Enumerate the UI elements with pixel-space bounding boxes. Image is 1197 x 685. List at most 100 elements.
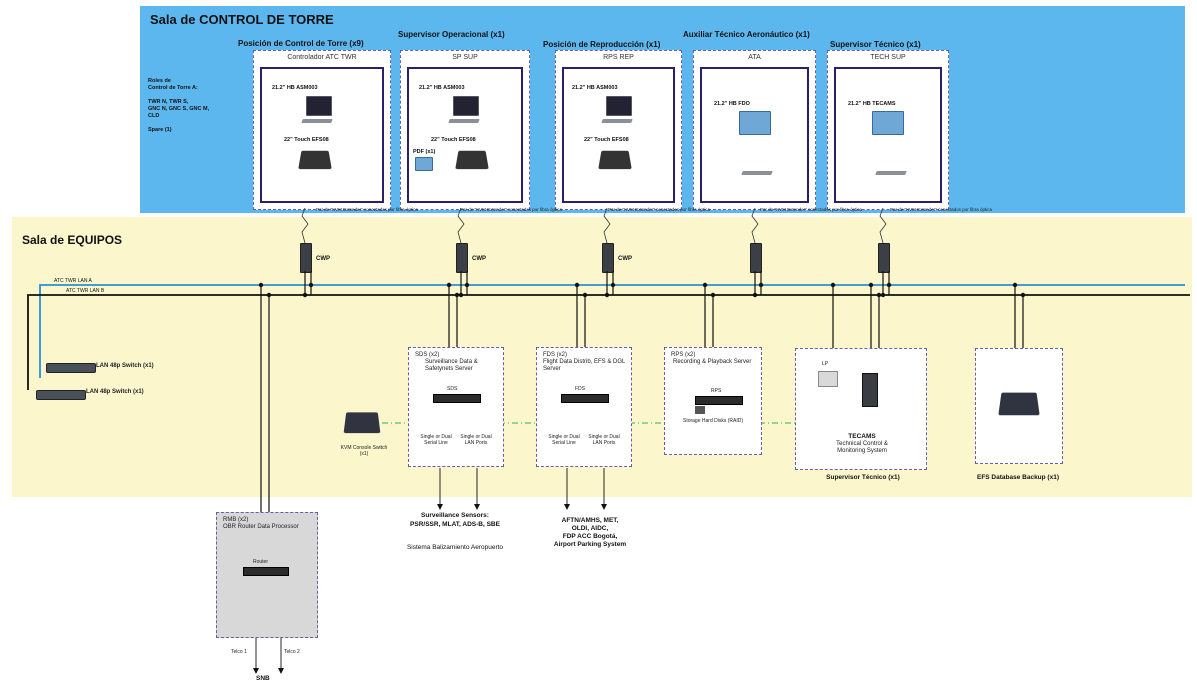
kvm-extender-label: Par de "KVM Extender" conectados por fib… (460, 207, 562, 212)
tech-caption: Supervisor Técnico (x1) (826, 474, 900, 481)
pdf-label: PDF (x1) (413, 149, 436, 155)
switch-label: LAN 48p Switch (x1) (96, 363, 154, 369)
cwp-unit (602, 243, 614, 273)
position-header: Posición de Control de Torre (x9) (238, 39, 364, 48)
server-subtitle: OBR Router Data Processor (223, 524, 299, 530)
position-name: TECH SUP (870, 54, 906, 61)
pdf-icon (415, 157, 433, 171)
port-label: Single or Dual LAN Ports (588, 434, 620, 446)
server-unit-label: FDS (575, 386, 585, 392)
printer-icon (818, 371, 838, 387)
server-rack-icon (433, 394, 481, 403)
position-name: SP SUP (452, 54, 478, 61)
hard-disk-icon (695, 406, 705, 414)
position-header: Supervisor Operacional (x1) (398, 30, 505, 39)
rmb-router-box: RMB (x2) OBR Router Data Processor Route… (216, 512, 318, 638)
surveillance-list: PSR/SSR, MLAT, ADS-B, SBE (410, 521, 500, 528)
position-frame (407, 67, 523, 203)
touch-label: 22" Touch EFS08 (584, 137, 629, 143)
rps-server-box: RPS (x2) Recording & Playback Server RPS… (664, 347, 762, 455)
position-atc-twr: Controlador ATC TWR 21.2" HB ASM003 22" … (253, 50, 391, 210)
tecams-description: Technical Control & Monitoring System (836, 441, 888, 454)
surveillance-title: Surveillance Sensors: (421, 512, 489, 519)
equipment-room-title: Sala de EQUIPOS (22, 233, 123, 247)
monitor-icon (606, 96, 632, 116)
position-tech-sup: TECH SUP 21.2" HB TECAMS (827, 50, 949, 210)
monitor-icon (453, 96, 479, 116)
monitor-icon (872, 111, 904, 135)
cwp-label: CWP (618, 256, 632, 262)
monitor-label: 21.2" HB TECAMS (848, 101, 896, 107)
server-subtitle: Recording & Playback Server (673, 359, 752, 365)
monitor-icon (306, 96, 332, 116)
snb-label: SNB (256, 675, 270, 682)
tecams-box: LP TECAMS Technical Control & Monitoring… (795, 348, 927, 470)
efs-backup-box (975, 348, 1063, 464)
server-title: RPS (x2) (671, 352, 696, 358)
telco-link-label: Telco 1 (231, 649, 247, 655)
storage-label: Storage Hard Disks (RAID) (682, 418, 743, 424)
efs-backup-caption: EFS Database Backup (x1) (976, 474, 1059, 481)
sds-server-box: SDS (x2) Surveillance Data & Safetynets … (408, 347, 504, 467)
server-subtitle: Surveillance Data & Safetynets Server (425, 359, 478, 372)
flight-data-links: AFTN/AMHS, MET,OLDI, AIDC, FDP ACC Bogot… (553, 517, 627, 548)
kvm-extender-label: Par de "KVM Extender" conectados por fib… (890, 207, 992, 212)
position-header: Auxiliar Técnico Aeronáutico (x1) (683, 30, 810, 39)
position-frame (562, 67, 675, 203)
position-header: Supervisor Técnico (x1) (830, 40, 921, 49)
port-label: Single or Dual Serial Line (420, 434, 452, 446)
laptop-icon (998, 392, 1040, 416)
fds-server-box: FDS (x2) Flight Data Distrib, EFS & DGL … (536, 347, 632, 467)
kvm-console-label: KVM Console Switch (x1) (340, 445, 388, 457)
server-title: FDS (x2) (543, 352, 567, 358)
position-sp-sup: SP SUP 21.2" HB ASM003 22" Touch EFS08 P… (400, 50, 530, 210)
position-name: ATA (748, 54, 761, 61)
kvm-extender-label: Par de "KVM Extender" conectados por fib… (608, 207, 710, 212)
server-title: SDS (x2) (415, 352, 440, 358)
monitor-label: 21.2" HB ASM003 (272, 85, 318, 91)
server-unit-label: RPS (711, 388, 722, 394)
lan-b-label: ATC TWR LAN B (66, 288, 105, 294)
kvm-extender-label: Par de "KVM Extender" conectados por fib… (760, 207, 862, 212)
server-rack-icon (695, 396, 743, 405)
server-title: RMB (x2) (223, 517, 249, 523)
lan-a-label: ATC TWR LAN A (54, 278, 92, 284)
cwp-unit (878, 243, 890, 273)
surveillance-note: Sistema Balizamiento Aeropuerto (406, 544, 504, 551)
touch-label: 22" Touch EFS08 (431, 137, 476, 143)
position-frame (700, 67, 809, 203)
monitor-icon (739, 111, 771, 135)
position-name: Controlador ATC TWR (287, 54, 357, 61)
touch-label: 22" Touch EFS08 (284, 137, 329, 143)
monitor-label: 21.2" HB FDO (714, 101, 750, 107)
telco-link-label: Telco 2 (284, 649, 300, 655)
monitor-label: 21.2" HB ASM003 (572, 85, 618, 91)
port-label: Single or Dual Serial Line (548, 434, 580, 446)
monitor-label: 21.2" HB ASM003 (419, 85, 465, 91)
server-rack-icon (561, 394, 609, 403)
lan-switch (36, 390, 86, 400)
cwp-label: CWP (472, 256, 486, 262)
position-ata: ATA 21.2" HB FDO (693, 50, 816, 210)
tecams-title: TECAMS (848, 433, 876, 440)
cwp-unit (750, 243, 762, 273)
server-unit-label: SDS (447, 386, 458, 392)
position-header: Posición de Reproducción (x1) (543, 40, 661, 49)
printer-label: LP (822, 361, 829, 367)
laptop-icon (343, 412, 381, 434)
router-icon (243, 567, 289, 576)
server-subtitle: Flight Data Distrib, EFS & DGL Server (543, 359, 626, 372)
tower-pc-icon (862, 373, 878, 407)
position-rps-rep: RPS REP 21.2" HB ASM003 22" Touch EFS08 (555, 50, 682, 210)
cwp-label: CWP (316, 256, 330, 262)
lan-switch (46, 363, 96, 373)
cwp-unit (300, 243, 312, 273)
position-name: RPS REP (603, 54, 634, 61)
position-frame (260, 67, 384, 203)
switch-label: LAN 48p Switch (x1) (86, 389, 144, 395)
kvm-extender-label: Par de "KVM Extender" conectados por fib… (316, 207, 418, 212)
tower-room-title: Sala de CONTROL DE TORRE (150, 12, 334, 27)
port-label: Single or Dual LAN Ports (460, 434, 492, 446)
